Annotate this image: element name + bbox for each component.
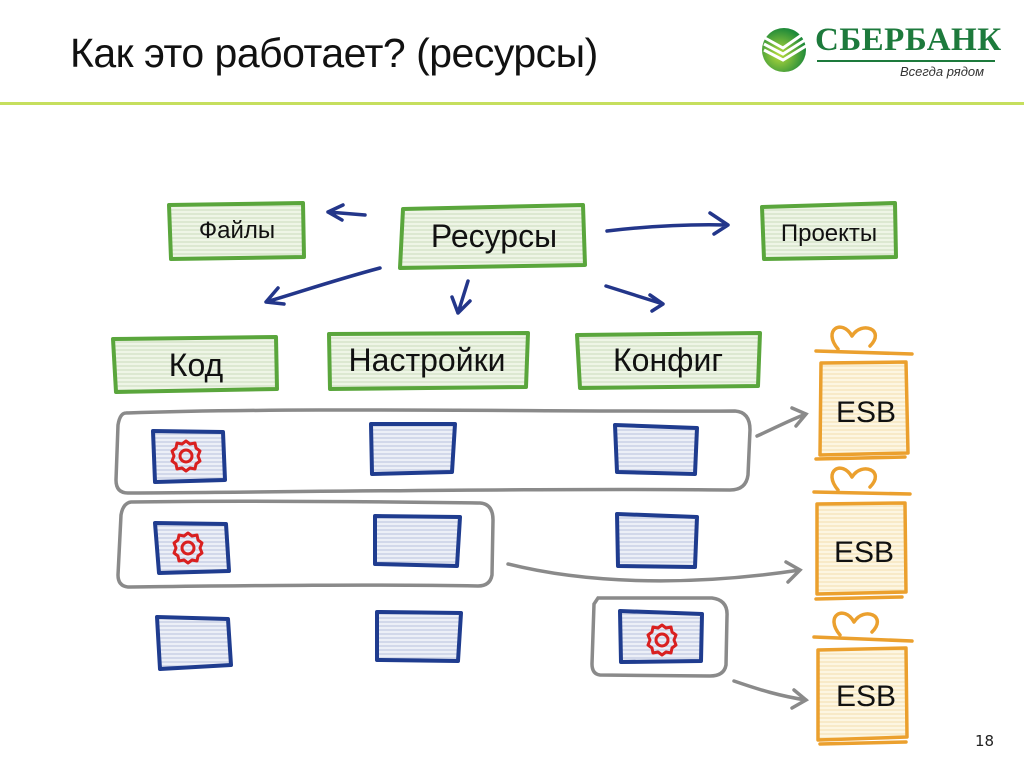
row-1-group-outline [114,408,752,495]
page-number: 18 [975,732,995,750]
row-3-item-settings [375,610,463,663]
gift-box-icon [812,611,914,746]
row-3-item-config [618,609,704,664]
row-1-item-config [613,423,699,476]
arrow-to-files [326,203,367,222]
arrow-to-projects [605,211,730,236]
arrow-to-config [604,284,665,313]
gift-box-icon [814,325,914,461]
node-config: Конфиг [575,331,762,390]
node-settings-label: Настройки [349,342,506,378]
node-projects: Проекты [760,201,898,261]
gift-box-icon [812,466,912,601]
arrow-to-settings [450,279,472,315]
row-1-arrow-to-esb [755,406,809,438]
row-3-group-outline [590,596,729,678]
row-2-arrow-to-esb [506,560,803,584]
logo-name: СБЕРБАНК [815,22,1002,58]
row-3-arrow-to-esb [732,679,810,710]
sberbank-logo-icon [762,28,807,72]
node-files-label: Файлы [199,217,275,244]
gift-box-3-label: ESB [836,680,896,713]
row-3-item-code [155,615,233,671]
gift-box-1: ESB [814,325,914,461]
logo-underline [817,60,995,62]
row-2-group-outline [116,499,495,589]
sberbank-logo: СБЕРБАНК Всегда рядом [757,20,1007,90]
gift-box-1-label: ESB [836,396,896,429]
gift-box-3: ESB [812,611,914,746]
gift-box-2-label: ESB [834,536,894,569]
node-resources-label: Ресурсы [431,218,557,254]
node-resources: Ресурсы [398,203,587,270]
arrow-to-code [264,266,382,306]
node-settings: Настройки [327,331,530,391]
row-1-item-code [151,429,227,484]
node-files: Файлы [167,201,306,261]
row-2-item-settings [373,514,462,568]
node-config-label: Конфиг [613,342,723,378]
node-code-label: Код [169,347,224,383]
slide-title: Как это работает? (ресурсы) [70,30,598,76]
row-2-item-config [615,512,699,569]
logo-slogan: Всегда рядом [900,64,985,79]
title-divider [0,102,1024,105]
row-1-item-settings [369,422,457,476]
gift-box-2: ESB [812,466,912,601]
node-projects-label: Проекты [781,220,877,247]
row-2-item-code [153,521,231,575]
node-code: Код [111,335,279,394]
